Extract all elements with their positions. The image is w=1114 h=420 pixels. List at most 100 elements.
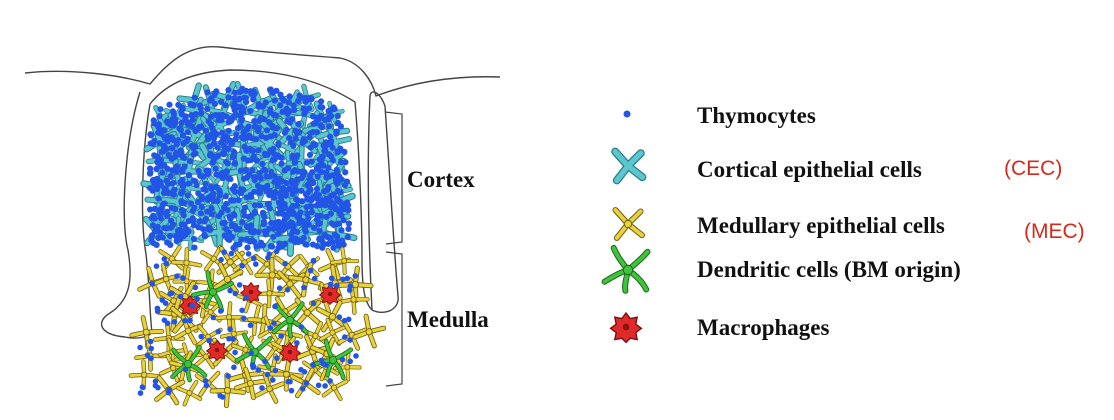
thymocyte <box>339 356 346 363</box>
legend-label-dendritic: Dendritic cells (BM origin) <box>697 257 961 282</box>
thymocyte <box>255 101 262 108</box>
legend-abbr-cec: (CEC) <box>1004 157 1062 180</box>
thymocyte <box>170 191 177 198</box>
thymocyte <box>147 206 154 213</box>
thymocyte <box>180 212 187 219</box>
thymocyte <box>327 198 334 205</box>
thymocyte <box>292 127 299 134</box>
thymocyte <box>237 88 244 96</box>
thymocyte <box>288 177 295 184</box>
thymocyte <box>178 119 185 127</box>
thymocyte <box>282 260 289 267</box>
legend-item-dendritic: Dendritic cells (BM origin) <box>605 248 961 291</box>
thymocyte <box>353 353 359 359</box>
thymocyte <box>274 152 281 159</box>
thymocyte <box>335 242 342 249</box>
thymocyte <box>156 113 163 120</box>
thymocyte <box>250 96 257 103</box>
thymocyte <box>205 135 212 143</box>
thymocyte <box>238 116 245 123</box>
thymocyte <box>298 324 305 330</box>
thymocyte <box>267 106 274 113</box>
thymocyte <box>179 188 186 195</box>
thymocyte <box>294 228 301 235</box>
thymocyte <box>154 158 161 165</box>
thymocyte <box>248 147 255 154</box>
thymocyte <box>229 221 236 228</box>
thymocyte <box>245 251 252 257</box>
thymocyte <box>352 273 359 279</box>
thymocyte <box>273 125 280 132</box>
thymocyte <box>192 284 199 291</box>
thymocyte <box>310 362 316 368</box>
thymocyte <box>151 205 158 212</box>
thymocyte <box>300 136 307 143</box>
thymocyte <box>290 142 297 149</box>
thymocyte <box>223 133 230 140</box>
thymocyte <box>258 115 265 122</box>
thymocyte <box>159 169 166 176</box>
thymocyte <box>310 257 317 264</box>
thymocyte <box>232 349 238 356</box>
thymocyte <box>184 192 191 199</box>
thymocyte <box>268 168 275 175</box>
thymocyte <box>284 287 291 293</box>
thymocyte <box>333 130 340 137</box>
thymocyte <box>197 210 204 217</box>
thymocyte <box>301 284 307 291</box>
thymocyte <box>342 169 349 176</box>
thymocyte <box>309 241 317 248</box>
thymocyte <box>273 248 280 255</box>
thymocyte <box>231 95 238 102</box>
thymocyte <box>169 145 176 152</box>
thymocyte <box>316 236 323 243</box>
thymocyte <box>185 172 192 179</box>
thymocyte <box>282 192 289 199</box>
medulla-bracket <box>385 251 403 387</box>
thymocyte <box>155 129 162 136</box>
thymocyte <box>191 204 198 211</box>
thymocyte <box>325 183 332 191</box>
thymocyte <box>286 93 293 100</box>
thymocyte <box>327 204 334 211</box>
medullary-epithelial-cell-icon <box>615 210 642 238</box>
thymocyte <box>347 337 353 343</box>
thymocyte <box>171 319 178 325</box>
thymocyte <box>264 182 271 190</box>
thymocyte <box>240 186 247 193</box>
thymocyte <box>328 112 335 120</box>
thymocyte <box>284 117 291 125</box>
thymocyte <box>324 234 331 241</box>
thymocyte <box>315 200 322 207</box>
thymocyte <box>347 283 354 289</box>
thymocyte <box>148 232 156 239</box>
thymocyte <box>188 142 195 150</box>
thymocyte <box>263 173 270 180</box>
thymocyte <box>251 255 257 262</box>
thymocyte <box>328 153 335 160</box>
legend-item-macrophages: Macrophages <box>609 312 830 344</box>
thymocyte <box>251 118 258 125</box>
thymocyte <box>265 254 271 261</box>
thymocyte <box>238 236 245 243</box>
thymocyte <box>195 167 202 174</box>
thymocyte <box>204 89 211 96</box>
thymocyte <box>267 325 274 331</box>
thymocyte <box>261 213 268 220</box>
thymocyte <box>206 152 214 159</box>
thymocyte <box>198 110 205 117</box>
thymocyte <box>222 102 229 109</box>
thymocyte <box>150 117 157 124</box>
thymocyte <box>198 203 205 210</box>
thymocyte <box>187 158 194 165</box>
thymocyte <box>210 190 217 197</box>
thymocyte <box>262 152 269 159</box>
legend-item-thymocytes: Thymocytes <box>623 103 816 128</box>
thymocyte <box>305 221 312 228</box>
thymocyte <box>283 105 290 113</box>
thymocyte <box>316 220 323 227</box>
thymocyte <box>272 112 280 119</box>
thymocyte <box>236 226 243 233</box>
thymocyte <box>242 204 249 211</box>
thymocyte <box>227 287 233 294</box>
